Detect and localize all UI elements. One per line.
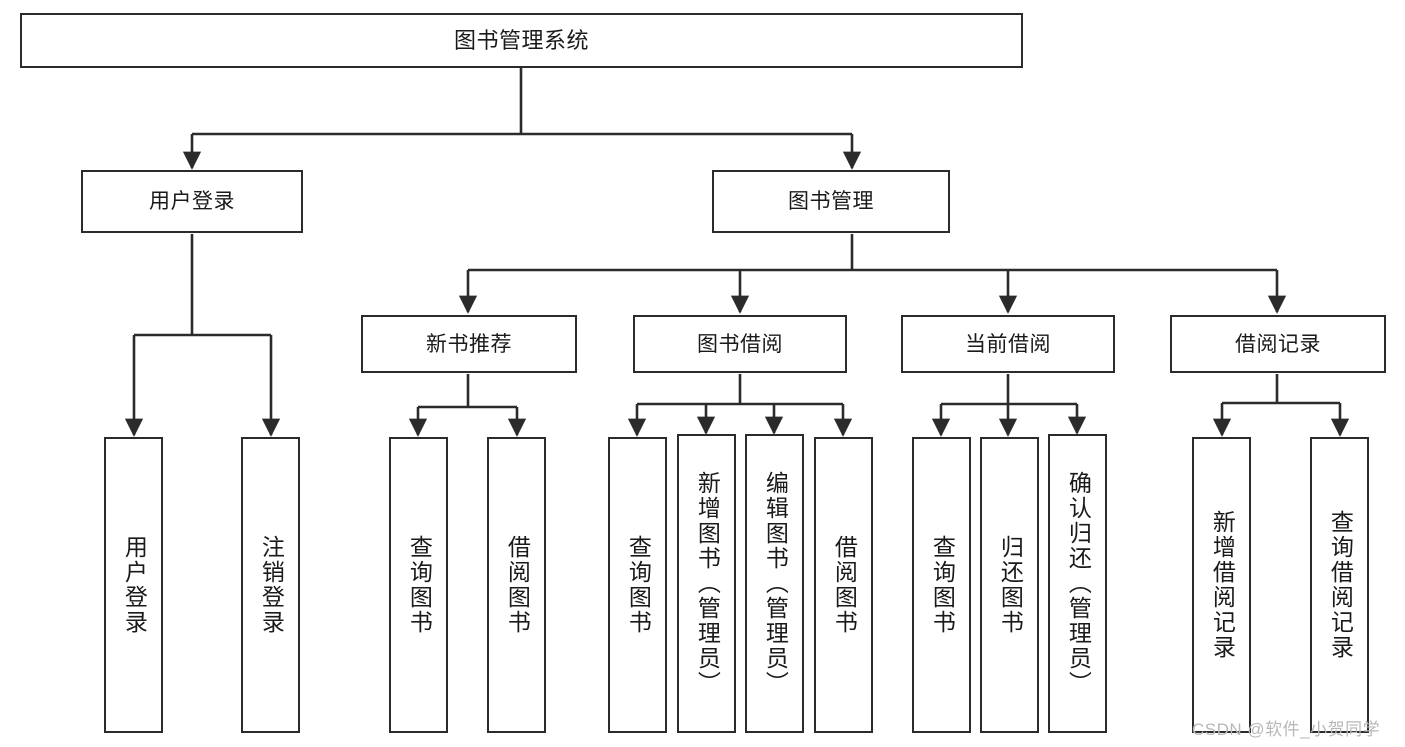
node-leaf-logout[interactable]: 注销登录	[241, 437, 300, 733]
node-leaf-edit-book[interactable]: 编辑图书（管理员）	[745, 434, 804, 733]
node-book-management-label: 图书管理	[788, 190, 874, 213]
node-leaf-query-book-1[interactable]: 查询图书	[389, 437, 448, 733]
node-leaf-query-book-2-label: 查询图书	[625, 535, 652, 635]
node-user-login[interactable]: 用户登录	[81, 170, 303, 233]
node-leaf-query-record-label: 查询借阅记录	[1327, 510, 1354, 660]
node-leaf-add-record[interactable]: 新增借阅记录	[1192, 437, 1251, 733]
node-current-borrow-label: 当前借阅	[965, 332, 1051, 356]
node-leaf-query-book-1-label: 查询图书	[406, 535, 433, 635]
node-new-book-recommend-label: 新书推荐	[426, 332, 512, 356]
node-new-book-recommend[interactable]: 新书推荐	[361, 315, 577, 373]
node-leaf-query-book-3-label: 查询图书	[929, 535, 956, 635]
node-user-login-label: 用户登录	[149, 190, 235, 213]
node-book-management[interactable]: 图书管理	[712, 170, 950, 233]
node-borrow-record[interactable]: 借阅记录	[1170, 315, 1386, 373]
node-leaf-add-book[interactable]: 新增图书（管理员）	[677, 434, 736, 733]
node-book-borrow-label: 图书借阅	[697, 332, 783, 356]
node-leaf-confirm-return[interactable]: 确认归还（管理员）	[1048, 434, 1107, 733]
node-leaf-query-record[interactable]: 查询借阅记录	[1310, 437, 1369, 733]
node-leaf-borrow-book-1-label: 借阅图书	[504, 535, 531, 635]
node-current-borrow[interactable]: 当前借阅	[901, 315, 1115, 373]
watermark-text: CSDN @软件_小贺同学	[1192, 720, 1381, 739]
node-borrow-record-label: 借阅记录	[1235, 332, 1321, 356]
node-leaf-user-login[interactable]: 用户登录	[104, 437, 163, 733]
node-leaf-user-login-label: 用户登录	[121, 535, 148, 635]
node-leaf-return-book-label: 归还图书	[997, 535, 1024, 635]
node-leaf-add-book-label: 新增图书（管理员）	[694, 471, 721, 696]
node-leaf-return-book[interactable]: 归还图书	[980, 437, 1039, 733]
node-leaf-add-record-label: 新增借阅记录	[1209, 510, 1236, 660]
node-leaf-borrow-book-1[interactable]: 借阅图书	[487, 437, 546, 733]
node-leaf-borrow-book-2[interactable]: 借阅图书	[814, 437, 873, 733]
node-leaf-edit-book-label: 编辑图书（管理员）	[762, 471, 789, 696]
node-root[interactable]: 图书管理系统	[20, 13, 1023, 68]
node-root-label: 图书管理系统	[453, 27, 589, 53]
node-leaf-logout-label: 注销登录	[258, 535, 285, 635]
node-book-borrow[interactable]: 图书借阅	[633, 315, 847, 373]
node-leaf-confirm-return-label: 确认归还（管理员）	[1065, 471, 1092, 696]
node-leaf-query-book-2[interactable]: 查询图书	[608, 437, 667, 733]
node-leaf-query-book-3[interactable]: 查询图书	[912, 437, 971, 733]
node-leaf-borrow-book-2-label: 借阅图书	[831, 535, 858, 635]
